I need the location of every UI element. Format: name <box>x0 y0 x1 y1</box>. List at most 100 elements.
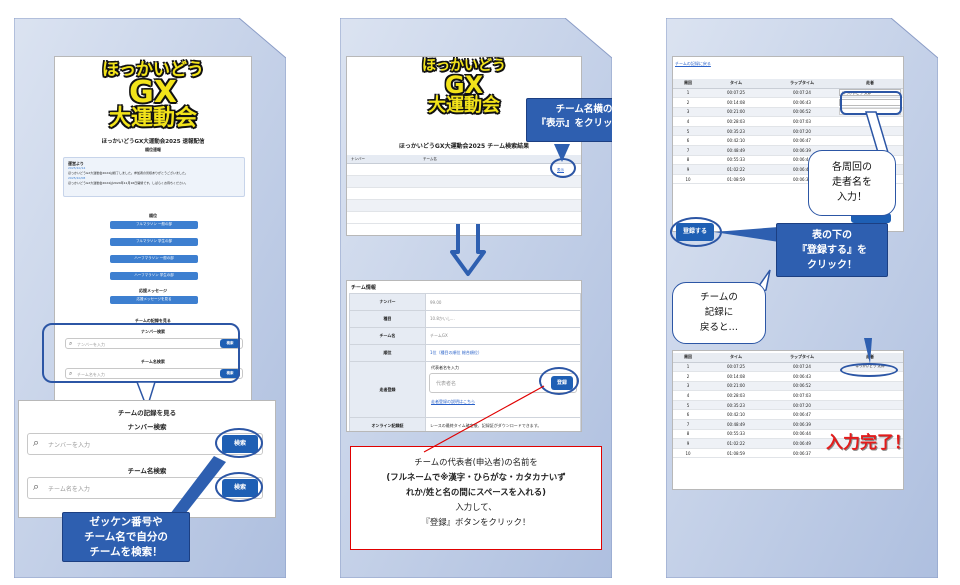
instruction-pointer <box>423 385 545 453</box>
instruction-line: チームの代表者(申込者)の名前を <box>414 457 538 467</box>
cell: 01:02:22 <box>703 438 769 449</box>
cell: 00:06:44 <box>769 155 835 166</box>
col-runner: 走者 <box>835 79 903 89</box>
message-button[interactable]: 応援メッセージを見る <box>110 296 198 304</box>
ranking-button-full-student[interactable]: フルマラソン 学生の部 <box>110 238 198 246</box>
register-runners-button-small[interactable] <box>851 213 891 223</box>
col-number-header: ナンバー <box>351 157 365 161</box>
cell: 00:06:39 <box>769 419 835 430</box>
col-lap-time: ラップタイム <box>769 353 835 363</box>
cell: 01:02:22 <box>703 164 769 175</box>
instruction-line: (フルネームで※漢字・ひらがな・カタカナいず <box>386 472 566 482</box>
cell: 00:42:10 <box>703 409 769 421</box>
cell: 00:06:47 <box>769 409 835 421</box>
section-view-records: チームの記録を見る <box>135 318 171 323</box>
notice-line: ほっかいどうGX大運動会2024は2024年11月16日開催です。しばらくお待ち… <box>68 181 188 185</box>
col-time: タイム <box>703 353 769 363</box>
event-logo: ほっかいどう GX 大運動会 <box>102 60 204 131</box>
back-to-records-bubble: チームの 記録に 戻ると… <box>672 282 766 344</box>
search-icon: ⌕ <box>69 340 73 347</box>
cell: 00:06:37 <box>769 448 835 459</box>
cell: 3 <box>673 107 703 118</box>
cell: 00:07:25 <box>703 362 769 373</box>
cell: 00:55:33 <box>703 155 769 166</box>
section-ranking: 順位速報 <box>145 147 161 152</box>
zoom-number-search-input[interactable]: ⌕ ナンバーを入力 <box>27 433 263 455</box>
col-lap: 周回 <box>673 79 703 89</box>
cell: 00:55:33 <box>703 429 769 440</box>
cell: 00:07:03 <box>769 116 835 127</box>
cell: 6 <box>673 409 703 421</box>
cell: 00:06:52 <box>769 381 835 392</box>
zoom-view-records-title: チームの記録を見る <box>117 409 177 417</box>
info-value: 10.8かいし... <box>425 310 581 328</box>
runner-help-link[interactable]: 走者登録の説明はこちら <box>431 399 475 404</box>
runner-result-highlight <box>840 363 898 377</box>
done-label: 入力完了！ <box>826 433 911 453</box>
number-search-button[interactable]: 検索 <box>220 339 240 348</box>
cell: 00:14:08 <box>703 371 769 382</box>
info-value: チームGX <box>425 327 581 345</box>
cell: 00:06:37 <box>769 174 835 185</box>
cell: 00:35:23 <box>703 400 769 411</box>
callout-pointer <box>864 338 872 364</box>
callout-pointer <box>714 226 792 244</box>
cell: 00:14:08 <box>703 97 769 108</box>
page-title: ほっかいどうGX大運動会2025 速報配信 <box>101 139 205 145</box>
name-search-placeholder: チーム名を入力 <box>77 372 105 377</box>
register-instruction-callout: 表の下の 『登録する』を クリック！ <box>776 223 888 277</box>
back-to-records-link[interactable]: チームの記録に戻る <box>675 61 711 66</box>
section-message: 応援メッセージ <box>139 288 167 293</box>
ranking-button-full-general[interactable]: フルマラソン 一般の部 <box>110 221 198 229</box>
runner-registration-label: 走者登録 <box>349 361 426 418</box>
show-instruction-callout: チーム名横の 『表示』をクリック！ <box>526 98 612 142</box>
number-search-label: ナンバー検索 <box>141 329 165 334</box>
cell: 00:06:49 <box>769 164 835 175</box>
search-result-screenshot: ほっかいどう GX 大運動会 ほっかいどうGX大運動会2025 チーム検索結果 … <box>346 56 582 236</box>
panel-team-info: ほっかいどう GX 大運動会 ほっかいどうGX大運動会2025 チーム検索結果 … <box>340 18 612 578</box>
runner-name-placeholder: 代表者名 <box>436 381 457 387</box>
online-certificate-label: オンライン記録証 <box>349 417 426 431</box>
ranking-button-half-student[interactable]: ハーフマラソン 学生の部 <box>110 272 198 280</box>
cell: 9 <box>673 164 703 175</box>
cell: 01:08:59 <box>703 174 769 185</box>
info-key: 種目 <box>349 310 426 328</box>
event-logo: ほっかいどう GX 大運動会 <box>422 58 506 116</box>
panel-search: ほっかいどう GX 大運動会 ほっかいどうGX大運動会2025 速報配信 順位速… <box>14 18 286 578</box>
callout-pointer <box>136 382 156 411</box>
number-search-input[interactable]: ⌕ ナンバーを入力 <box>65 338 243 349</box>
instruction-line: 入力して、 <box>455 502 497 512</box>
cell: 2 <box>673 371 703 382</box>
name-search-input[interactable]: ⌕ チーム名を入力 <box>65 368 243 379</box>
cell: 10 <box>673 174 703 185</box>
cell: 00:07:24 <box>769 362 835 373</box>
register-button-highlight <box>539 367 579 395</box>
cell: 2 <box>673 97 703 108</box>
cell: 00:06:47 <box>769 135 835 147</box>
search-highlight-oval <box>42 323 240 383</box>
runner-name-bubble: 各周回の 走者名を 入力！ <box>808 150 896 216</box>
cell: 00:48:49 <box>703 145 769 156</box>
team-info-title: チーム情報 <box>351 285 376 291</box>
flow-arrow-down <box>450 224 486 276</box>
cell: 1 <box>673 362 703 373</box>
cell: 00:06:43 <box>769 371 835 382</box>
search-icon: ⌕ <box>69 370 73 377</box>
ranking-button-half-general[interactable]: ハーフマラソン 一般の部 <box>110 255 198 263</box>
cell: 8 <box>673 429 703 440</box>
name-search-label: チーム名検索 <box>141 359 165 364</box>
cell: 7 <box>673 419 703 430</box>
zoom-number-placeholder: ナンバーを入力 <box>48 442 91 449</box>
runner-hint: 代表者名を入力 <box>431 365 459 370</box>
cell: 00:07:25 <box>703 88 769 99</box>
info-key: ナンバー <box>349 293 426 311</box>
